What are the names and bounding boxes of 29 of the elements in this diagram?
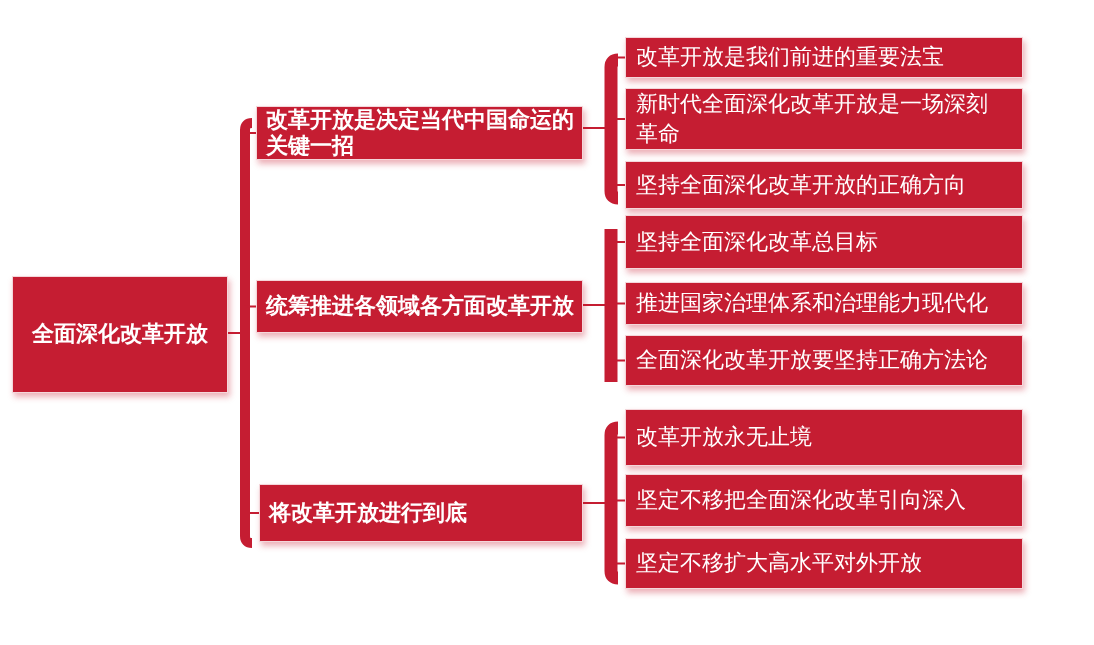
point-text: 坚持全面深化改革总目标	[636, 227, 878, 256]
point-box	[625, 161, 1023, 209]
subtopic-box	[259, 484, 583, 542]
subtopic-text: 改革开放是决定当代中国命运的关键一招	[266, 106, 575, 160]
point-text: 坚持全面深化改革开放的正确方向	[636, 170, 966, 199]
point-text: 新时代全面深化改革开放是一场深刻革命	[636, 89, 989, 148]
point-box	[625, 88, 1023, 150]
point-box	[625, 335, 1023, 386]
topic-text: 全面深化改革开放	[32, 320, 208, 349]
curly-bracket	[604, 229, 618, 382]
topic-box	[12, 276, 228, 393]
point-box	[625, 282, 1023, 325]
point-text: 全面深化改革开放要坚持正确方法论	[636, 346, 988, 375]
subtopic-text: 统筹推进各领域各方面改革开放	[266, 292, 574, 321]
point-box	[625, 474, 1023, 527]
subtopic-box	[256, 280, 583, 333]
point-box	[625, 37, 1023, 78]
point-text: 坚定不移把全面深化改革引向深入	[636, 486, 966, 515]
point-box	[625, 409, 1023, 466]
subtopic-text: 将改革开放进行到底	[269, 498, 467, 527]
point-box	[625, 538, 1023, 589]
curly-bracket	[604, 53, 619, 205]
point-box	[625, 215, 1023, 269]
point-text: 推进国家治理体系和治理能力现代化	[636, 289, 988, 318]
point-text: 改革开放永无止境	[636, 423, 812, 452]
curly-bracket	[604, 421, 619, 585]
point-text: 坚定不移扩大高水平对外开放	[636, 549, 922, 578]
point-text: 改革开放是我们前进的重要法宝	[636, 43, 944, 72]
curly-bracket	[240, 118, 254, 548]
